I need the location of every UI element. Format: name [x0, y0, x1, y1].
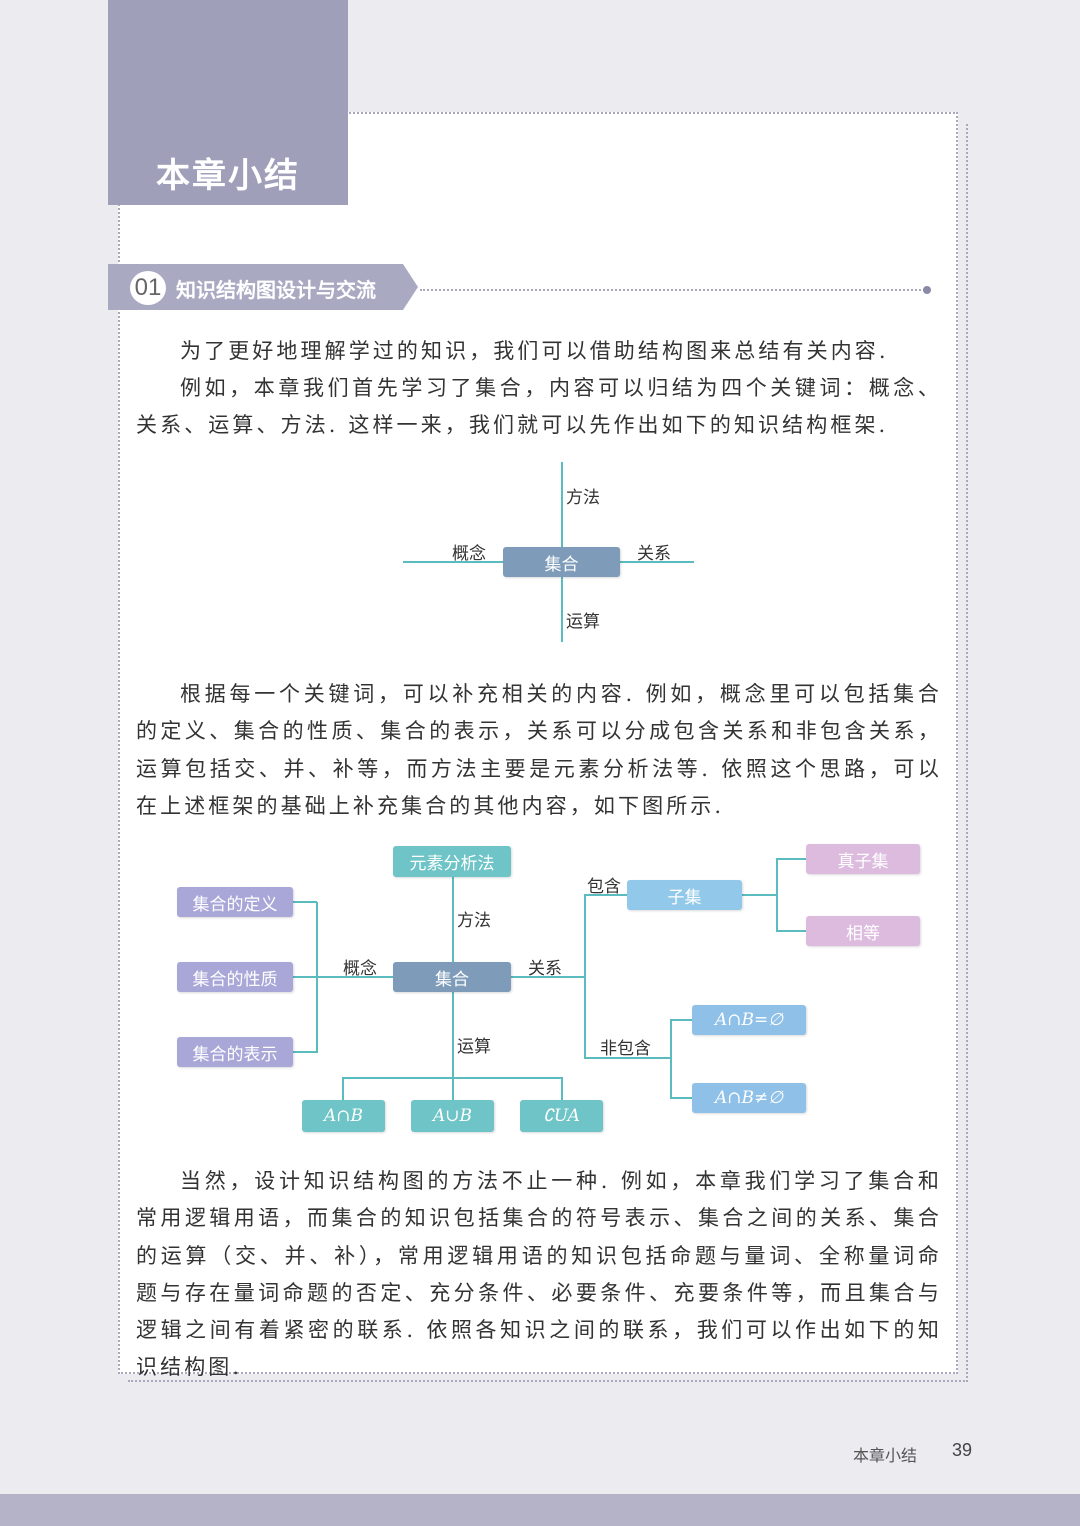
content-card: [118, 112, 958, 1374]
node-intersecting: A∩B≠∅: [692, 1083, 806, 1113]
node-concept: 集合的定义: [177, 887, 293, 917]
paragraph: 根据每一个关键词，可以补充相关的内容. 例如，概念里可以包括集合的定义、集合的性…: [136, 682, 942, 818]
card-shadow-border: [128, 124, 968, 1382]
label-concept: 概念: [452, 544, 486, 564]
node-subset: 子集: [627, 880, 742, 910]
node-proper-subset: 真子集: [806, 844, 920, 874]
node-center: 集合: [503, 547, 620, 577]
label-relation: 关系: [637, 544, 671, 564]
paragraph: 例如，本章我们首先学习了集合，内容可以归结为四个关键词：概念、关系、运算、方法.…: [136, 376, 942, 438]
footer-title: 本章小结: [853, 1446, 918, 1465]
node-concept: 集合的表示: [177, 1037, 293, 1067]
node-operation: A∩B: [302, 1100, 385, 1132]
label-noncontain: 非包含: [600, 1039, 651, 1059]
node-equal: 相等: [806, 916, 920, 946]
page-number: 39: [952, 1440, 973, 1460]
label-operation: 运算: [566, 612, 600, 632]
chapter-title: 本章小结: [156, 156, 300, 196]
paragraph: 当然，设计知识结构图的方法不止一种. 例如，本章我们学习了集合和常用逻辑用语，而…: [136, 1169, 942, 1380]
node-operation: ∁UA: [520, 1100, 603, 1132]
label-operation: 运算: [457, 1037, 491, 1057]
label-method: 方法: [457, 911, 491, 931]
node-center: 集合: [393, 962, 511, 992]
label-contain: 包含: [587, 877, 621, 897]
label-relation: 关系: [528, 959, 562, 979]
label-concept: 概念: [343, 959, 377, 979]
node-concept: 集合的性质: [177, 962, 293, 992]
node-method: 元素分析法: [393, 846, 511, 877]
paragraph: 为了更好地理解学过的知识，我们可以借助结构图来总结有关内容.: [180, 339, 889, 363]
label-method: 方法: [566, 488, 600, 508]
node-disjoint: A∩B=∅: [692, 1005, 806, 1035]
section-divider-dot: [923, 286, 931, 294]
section-divider: [420, 289, 925, 291]
node-operation: A∪B: [411, 1100, 494, 1132]
section-number: 01: [130, 271, 166, 305]
bottom-bar: [0, 1494, 1080, 1526]
chapter-header-block: 本章小结: [108, 0, 348, 205]
section-title: 知识结构图设计与交流: [176, 278, 376, 302]
